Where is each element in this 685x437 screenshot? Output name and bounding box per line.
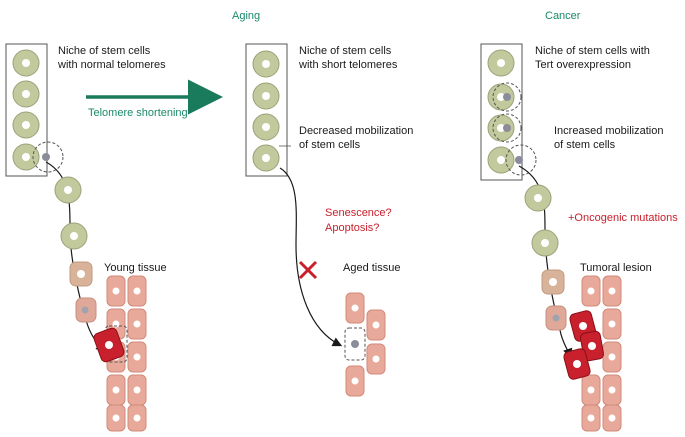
tumor-cell (580, 330, 604, 362)
tissue-cell (602, 374, 622, 406)
young-tissue-label: Young tissue (104, 262, 167, 274)
tissue-cell (345, 292, 365, 324)
stem-cell (531, 229, 559, 257)
niche-stem-cells (252, 50, 280, 172)
migrating-cells (524, 184, 567, 331)
young-tissue-cells (93, 275, 147, 432)
stem-cell-niche-box (480, 43, 523, 181)
stem-cell (487, 146, 515, 174)
niche-normal-label-2: with normal telomeres (57, 59, 166, 71)
dividing-cells (492, 82, 537, 176)
mobilization-path (279, 167, 343, 347)
stem-cell (524, 184, 552, 212)
tissue-cell (366, 309, 386, 341)
tissue-cell (602, 404, 622, 432)
tissue-cell (602, 308, 622, 340)
aged-tissue-label: Aged tissue (343, 262, 400, 274)
tissue-cell (106, 275, 126, 307)
niche-stem-cells (487, 49, 515, 174)
increased-mobilization-label-1: Increased mobilization (554, 125, 663, 137)
new-tissue-cell (93, 327, 125, 363)
stem-cell-niche-box (245, 43, 288, 177)
tissue-cell (602, 275, 622, 307)
differentiating-cell (545, 305, 567, 331)
niche-normal-label-1: Niche of stem cells (58, 45, 151, 57)
migrating-cells (54, 176, 97, 323)
tissue-cell (366, 343, 386, 375)
tissue-cell (345, 365, 365, 397)
stem-cell (12, 111, 40, 139)
tissue-cell (127, 275, 147, 307)
tumoral-lesion-cells (563, 275, 622, 432)
stem-cell (252, 144, 280, 172)
niche-tert-label-2: Tert overexpression (535, 59, 631, 71)
tissue-cell (581, 374, 601, 406)
niche-short-label-1: Niche of stem cells (299, 45, 392, 57)
stem-cell-niche-box (5, 43, 48, 177)
differentiating-cell (69, 261, 93, 287)
tissue-cell (106, 374, 126, 406)
tissue-cell (127, 308, 147, 340)
stem-cell (60, 222, 88, 250)
apoptosis-label: Apoptosis? (325, 222, 379, 234)
stem-cell (12, 143, 40, 171)
tumor-cell (563, 348, 591, 380)
telomere-shortening-arrow: Telomere shortening (86, 79, 223, 119)
increased-mobilization-label-2: of stem cells (554, 139, 616, 151)
panel-cancer: Cancer (480, 10, 678, 432)
stem-cell (252, 50, 280, 78)
tissue-cell (127, 341, 147, 373)
tumoral-lesion-label: Tumoral lesion (580, 262, 652, 274)
differentiating-cell (75, 297, 97, 323)
cancer-header: Cancer (545, 10, 581, 22)
tissue-cell (602, 341, 622, 373)
aging-header: Aging (232, 10, 260, 22)
niche-stem-cells (12, 49, 40, 171)
tissue-cell (127, 404, 147, 432)
decreased-mobilization-label-2: of stem cells (299, 139, 361, 151)
niche-short-label-2: with short telomeres (298, 59, 398, 71)
tissue-cell (106, 404, 126, 432)
oncogenic-mutations-label: +Oncogenic mutations (568, 212, 678, 224)
telomere-dot (42, 153, 50, 161)
panel-young: Niche of stem cells with normal telomere… (5, 43, 167, 432)
stem-cell (252, 113, 280, 141)
telomere-dot (351, 340, 359, 348)
tissue-cell (127, 374, 147, 406)
differentiating-cell (541, 269, 565, 295)
block-cross-icon (298, 260, 318, 280)
stem-cell (487, 49, 515, 77)
telomere-shortening-label: Telomere shortening (88, 107, 188, 119)
empty-niche-slot (344, 327, 366, 361)
stem-cell (12, 80, 40, 108)
senescence-label: Senescence? (325, 207, 392, 219)
tissue-cell (581, 275, 601, 307)
niche-tert-label-1: Niche of stem cells with (535, 45, 650, 57)
stem-cell (54, 176, 82, 204)
stem-cell (252, 82, 280, 110)
stem-cell (12, 49, 40, 77)
tissue-cell (581, 404, 601, 432)
panel-aging: Aging Niche of stem cells with short tel… (232, 10, 413, 397)
aged-tissue-cells (344, 292, 386, 397)
dividing-cell-outline (32, 141, 64, 173)
niche-slot-outline (104, 325, 128, 363)
decreased-mobilization-label-1: Decreased mobilization (299, 125, 413, 137)
